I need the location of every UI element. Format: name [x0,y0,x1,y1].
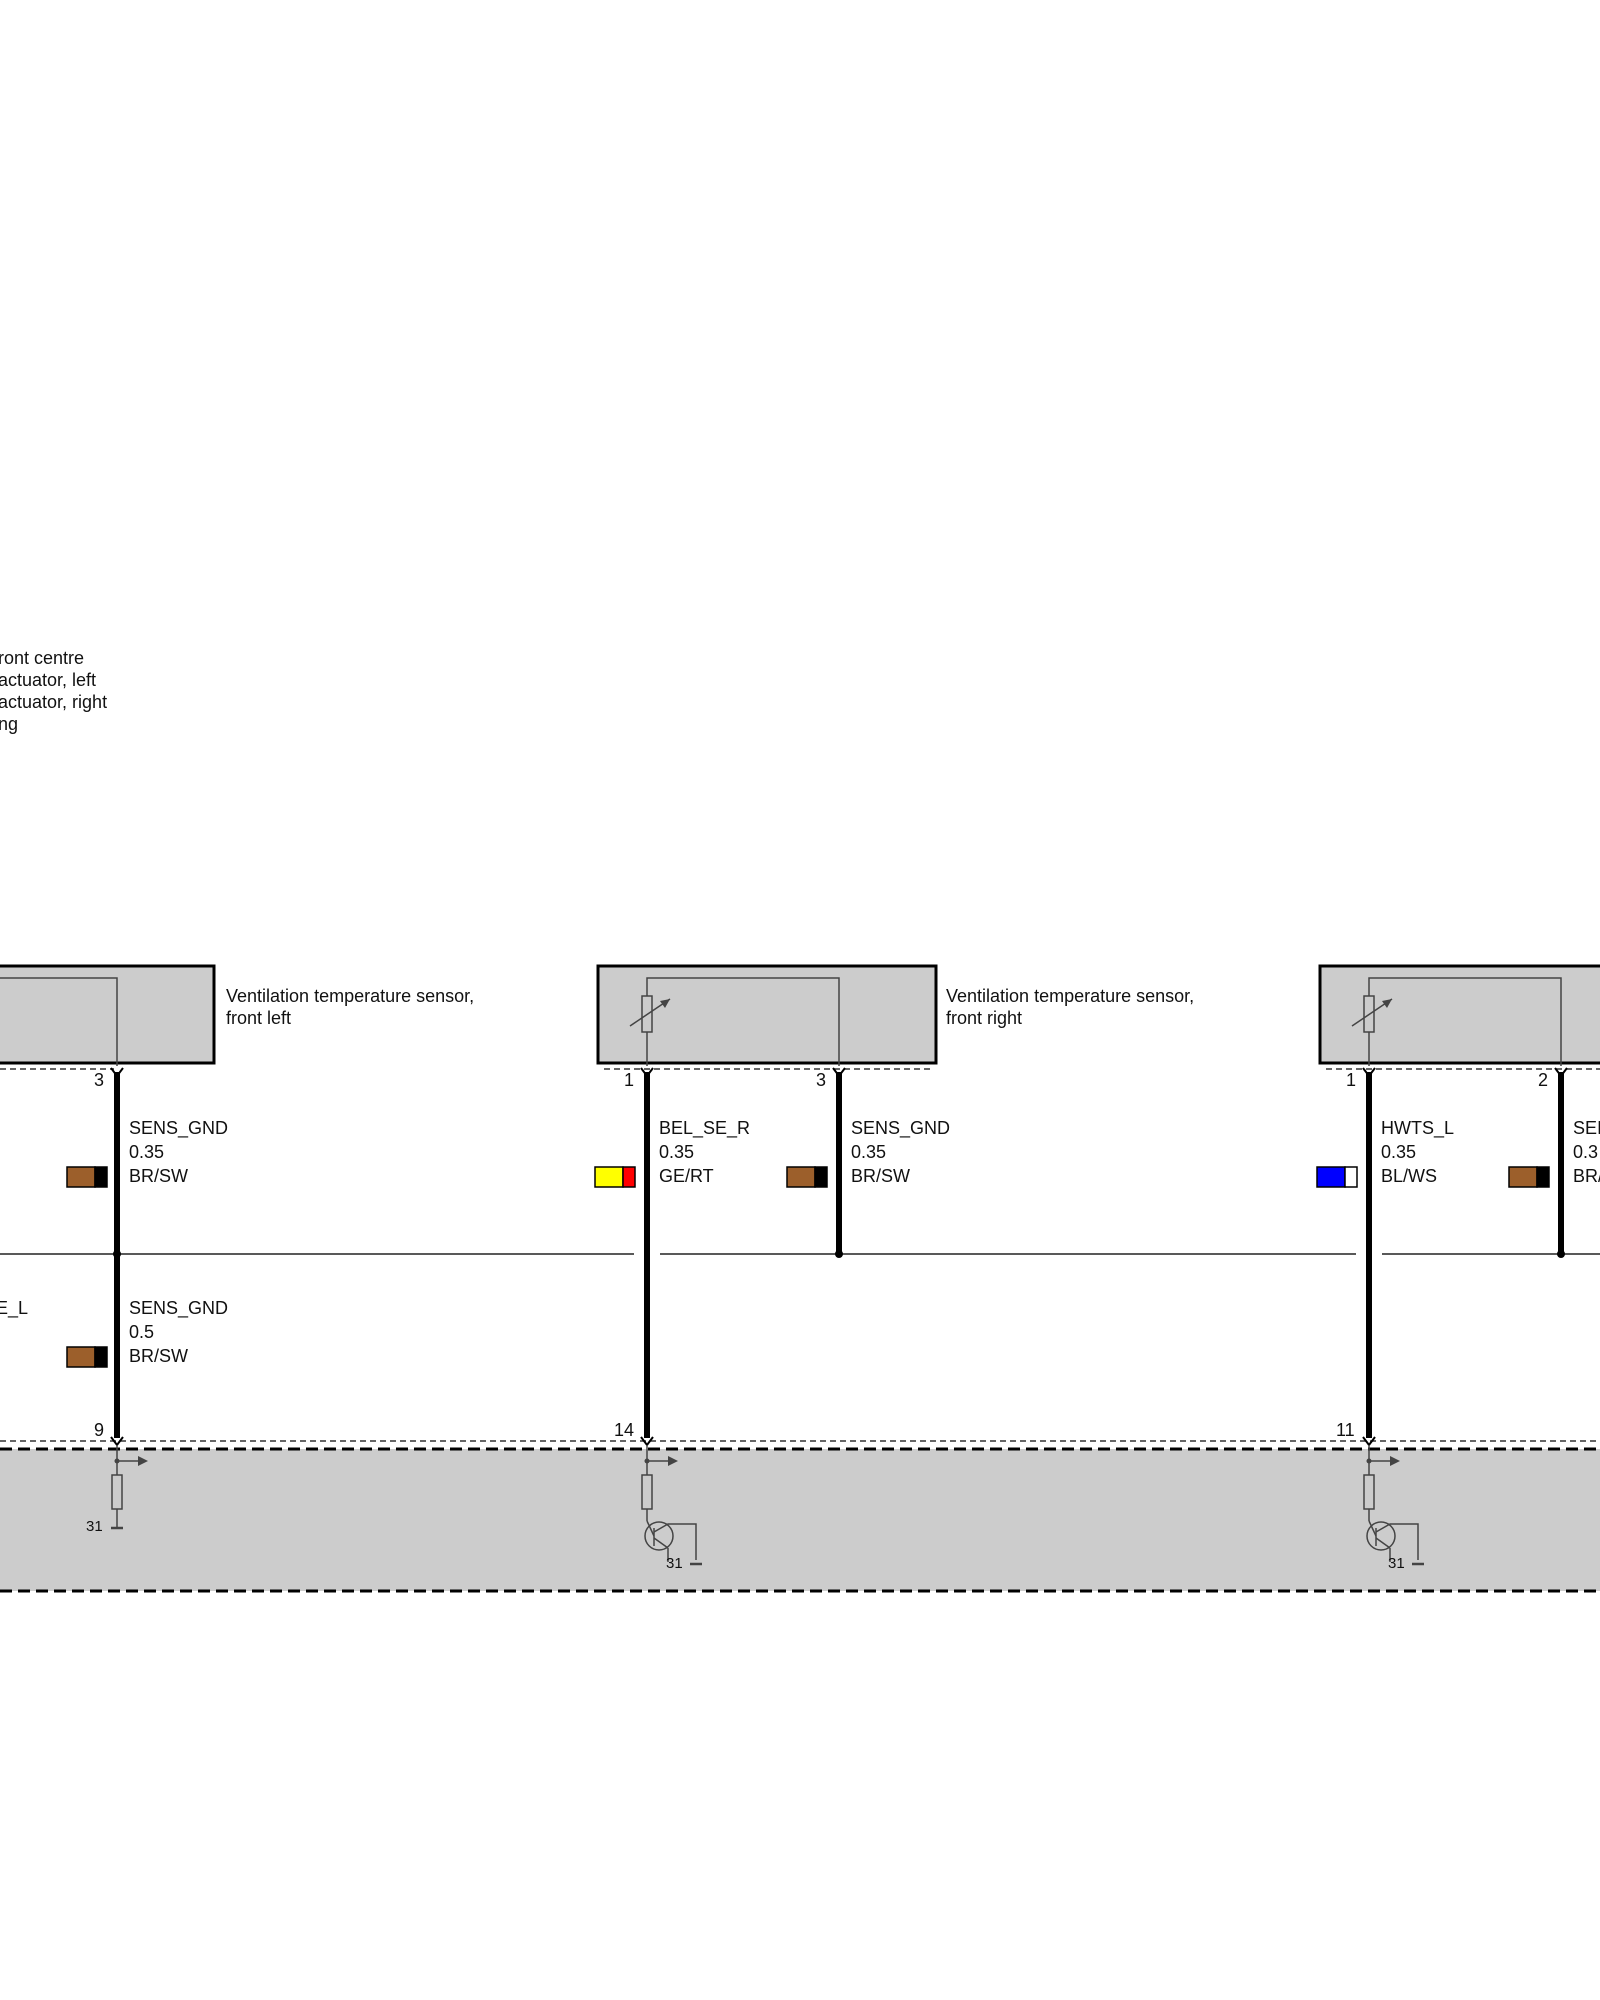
arrow-right-icon [1390,1456,1400,1466]
wire-signal: SENS_GND [851,1118,950,1139]
ground-label: 31 [86,1518,103,1535]
arrow-right-icon [668,1456,678,1466]
pin-number: 3 [94,1070,104,1090]
ecu-input-middle: 31 [641,1445,702,1572]
transistor-icon [1366,1521,1396,1551]
control-unit-body [0,1449,1600,1591]
wire-color-swatch [1508,1166,1538,1188]
sensor-front-left-box [0,964,216,1065]
wire-color-code: BL/WS [1381,1166,1437,1186]
wire-label-w2: BEL_SE_R 0.35 GE/RT [594,1118,750,1188]
pin-number: 1 [624,1070,634,1090]
wire-gauge: 0.35 [659,1142,694,1162]
sensor-front-left-label-2: front left [226,1008,291,1028]
sensor-right-partial [1318,964,1600,1070]
wire-lines [0,1067,1600,1447]
ground-label: 31 [1388,1555,1405,1572]
pin-number: 1 [1346,1070,1356,1090]
wire-gauge: 0.5 [129,1322,154,1342]
wire-signal-partial: E_L [0,1298,28,1319]
wire-signal: HWTS_L [1381,1118,1454,1139]
transistor-icon [644,1521,674,1551]
ecu-input-left: 31 [86,1445,148,1535]
wire-gauge: 0.3 [1573,1142,1598,1162]
legend-line-3: actuator, right [0,692,107,712]
wire-label-w6: SENS_GND 0.5 BR/SW [66,1298,228,1368]
wire-color-code: GE/RT [659,1166,714,1186]
pin-number: 3 [816,1070,826,1090]
wire-color-swatch [66,1166,96,1188]
wire-color-swatch [66,1346,96,1368]
sensor-front-left-label-1: Ventilation temperature sensor, [226,986,474,1006]
wire-color-swatch [786,1166,816,1188]
sensor-front-left: Ventilation temperature sensor, front le… [0,964,474,1070]
ground-label: 31 [666,1555,683,1572]
wire-gauge: 0.35 [1381,1142,1416,1162]
wire-color-code: BR/SW [129,1166,188,1186]
wire-label-w3: SENS_GND 0.35 BR/SW [786,1118,950,1188]
wire-signal: SENS_GND [129,1118,228,1139]
control-unit [0,1440,1600,1593]
pin-number: 11 [1336,1420,1355,1440]
wire-color-code: BR/SW [851,1166,910,1186]
sensor-right-partial-box [1318,964,1600,1065]
sensor-front-right: Ventilation temperature sensor, front ri… [596,964,1194,1070]
sensor-front-right-label-2: front right [946,1008,1022,1028]
legend-line-2: actuator, left [0,670,96,690]
wire-label-w4: HWTS_L 0.35 BL/WS [1316,1118,1454,1188]
wire-gauge: 0.35 [129,1142,164,1162]
wire-signal: SENS_GND [129,1298,228,1319]
wire-signal: SEI [1573,1118,1600,1138]
legend-partial: ront centre actuator, left actuator, rig… [0,648,107,734]
sensor-front-right-label-1: Ventilation temperature sensor, [946,986,1194,1006]
wire-color-code: BR/ [1573,1166,1600,1186]
wire-signal: BEL_SE_R [659,1118,750,1139]
ecu-input-right: 31 [1363,1445,1424,1572]
wire-color-swatch [1316,1166,1346,1188]
wire-label-w5: SEI 0.3 BR/ [1508,1118,1600,1188]
pin-number: 14 [614,1420,634,1440]
wire-color-swatch [594,1166,624,1188]
sensor-front-right-box [596,964,938,1065]
pin-numbers: 3 1 3 1 2 9 14 11 [94,1070,1548,1440]
pin-number: 2 [1538,1070,1548,1090]
wire-gauge: 0.35 [851,1142,886,1162]
wire-color-code: BR/SW [129,1346,188,1366]
pin-number: 9 [94,1420,104,1440]
wire-label-w1: SENS_GND 0.35 BR/SW [66,1118,228,1188]
legend-line-1: ront centre [0,648,84,668]
legend-line-4: ng [0,714,18,734]
arrow-right-icon [138,1456,148,1466]
